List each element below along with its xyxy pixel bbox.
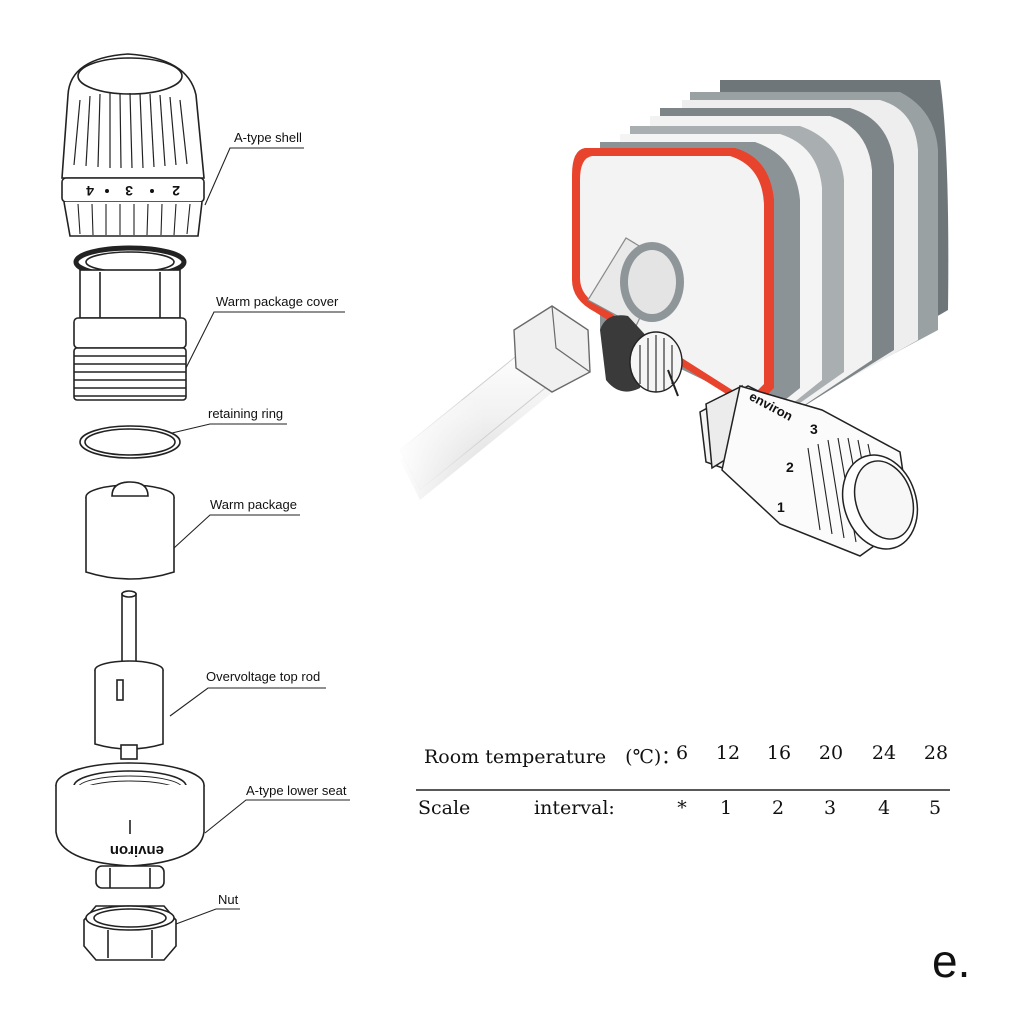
nut-part bbox=[83, 905, 177, 961]
scale-value-4: 4 bbox=[877, 797, 891, 819]
corner-mark: e. bbox=[932, 935, 971, 987]
row-room-temperature-label: Room temperature (℃)： bbox=[424, 746, 681, 768]
a-type-shell-part: 4 3 2 bbox=[61, 53, 205, 237]
label-a-type-lower-seat: A-type lower seat bbox=[246, 783, 347, 798]
a-type-lower-seat-part: environ bbox=[55, 762, 205, 889]
label-a-type-shell: A-type shell bbox=[234, 130, 302, 145]
head-digit-1: 1 bbox=[777, 499, 785, 515]
temp-value-16: 16 bbox=[766, 742, 792, 764]
pipe-illustration bbox=[395, 237, 684, 520]
overvoltage-top-rod-part bbox=[94, 590, 164, 760]
knob-digit-2: 2 bbox=[172, 183, 180, 199]
label-nut: Nut bbox=[218, 892, 239, 907]
row-scale-label: Scale bbox=[418, 797, 471, 819]
head-digit-2: 2 bbox=[786, 459, 794, 475]
label-warm-package-cover: Warm package cover bbox=[216, 294, 339, 309]
exploded-view: 4 3 2 bbox=[55, 53, 205, 961]
temp-value-12: 12 bbox=[715, 742, 741, 764]
label-warm-package: Warm package bbox=[210, 497, 297, 512]
temp-value-20: 20 bbox=[818, 742, 844, 764]
seat-brand-text: environ bbox=[110, 842, 164, 859]
thermostatic-head-illustration: environ 1 2 3 bbox=[699, 384, 919, 557]
temp-value-24: 24 bbox=[871, 742, 897, 764]
leader-lines bbox=[169, 147, 350, 925]
temp-value-28: 28 bbox=[923, 742, 949, 764]
scale-value-5: 5 bbox=[928, 797, 942, 819]
warm-package-cover-part bbox=[73, 245, 187, 401]
temp-value-6: 6 bbox=[675, 742, 689, 764]
head-digit-3: 3 bbox=[810, 421, 818, 437]
scale-value-3: 3 bbox=[823, 797, 837, 819]
assembled-view: environ 1 2 3 bbox=[395, 80, 949, 557]
warm-package-part bbox=[85, 481, 175, 580]
knob-digit-3: 3 bbox=[125, 183, 133, 199]
retaining-ring-part bbox=[79, 425, 181, 459]
label-retaining-ring: retaining ring bbox=[208, 406, 284, 421]
scale-value-1: 1 bbox=[719, 797, 733, 819]
label-overvoltage-top-rod: Overvoltage top rod bbox=[206, 669, 321, 684]
scale-value-2: 2 bbox=[771, 797, 785, 819]
row-scale-interval-label: interval: bbox=[534, 797, 615, 819]
scale-value-star: * bbox=[677, 797, 687, 819]
knob-digit-4: 4 bbox=[86, 183, 94, 199]
